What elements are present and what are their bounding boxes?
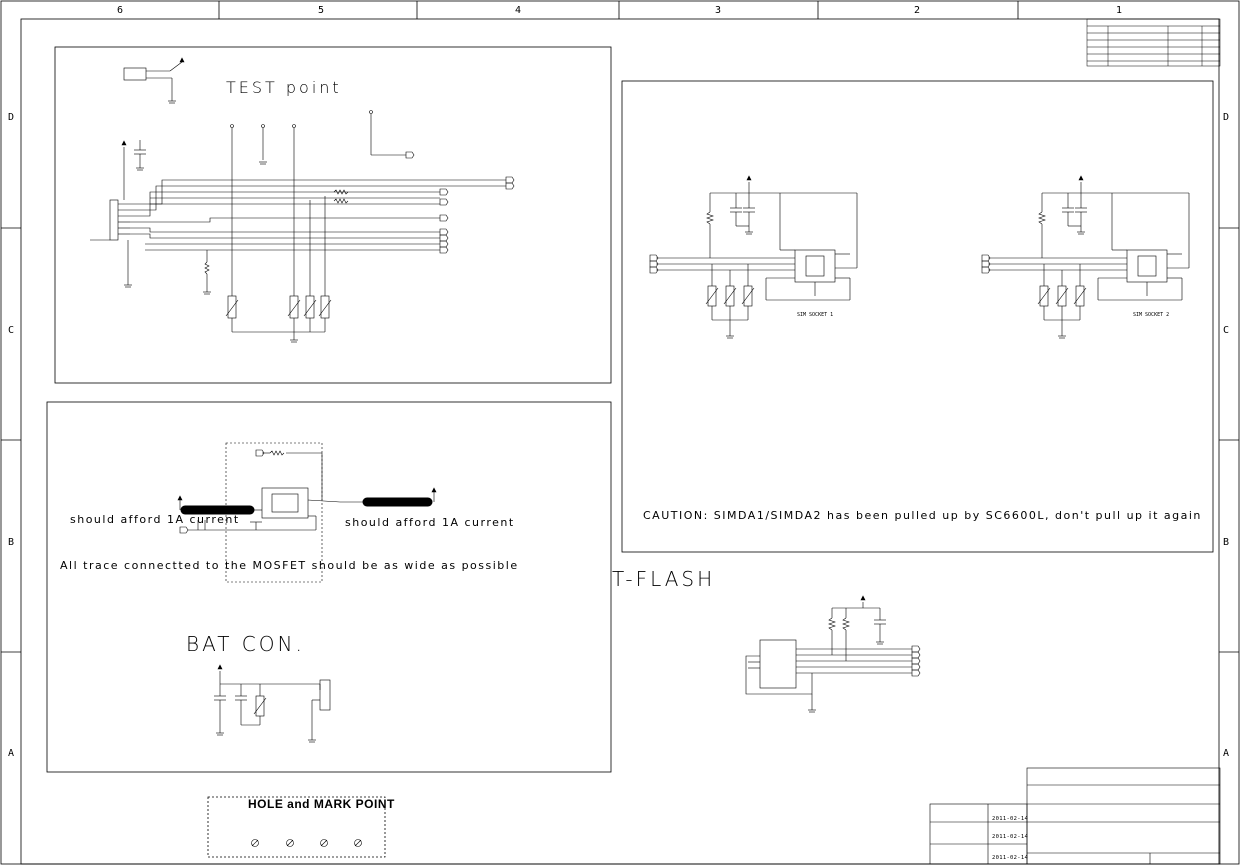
row-c-label-right: C xyxy=(1223,325,1230,336)
hole-mark-block xyxy=(207,796,386,858)
mosfet-circuit xyxy=(177,442,437,583)
bat-con-title: BAT CON. xyxy=(186,632,305,656)
column-4-label: 4 xyxy=(515,5,522,16)
row-b-label-left: B xyxy=(8,537,15,548)
column-2-label: 2 xyxy=(914,5,921,16)
row-a-label-right: A xyxy=(1223,748,1230,759)
tflash-title: T-FLASH xyxy=(612,567,716,591)
tflash-circuit xyxy=(745,595,921,713)
drawing-border xyxy=(20,18,1220,865)
hole-mark-title: HOLE and MARK POINT xyxy=(248,797,395,811)
test-point-block xyxy=(54,46,612,384)
title-block-date-3: 2011-02-14 xyxy=(992,855,1029,861)
test-point-circuit xyxy=(90,57,515,343)
title-block-date-1: 2011-02-14 xyxy=(992,816,1029,822)
mark-points xyxy=(251,839,362,847)
title-block-date-2: 2011-02-14 xyxy=(992,834,1029,840)
row-c-label-left: C xyxy=(8,325,15,336)
column-3-label: 3 xyxy=(715,5,722,16)
row-b-label-right: B xyxy=(1223,537,1230,548)
sim-socket-2 xyxy=(981,175,1190,339)
sim-socket-2-label: SIM SOCKET 2 xyxy=(1133,312,1170,318)
column-1-label: 1 xyxy=(1116,5,1123,16)
mosfet-note-left: should afford 1A current xyxy=(70,513,240,526)
sim-socket-1 xyxy=(649,175,858,339)
mosfet-note-right: should afford 1A current xyxy=(345,516,515,529)
row-d-label-right: D xyxy=(1223,112,1230,123)
sim-socket-1-label: SIM SOCKET 1 xyxy=(797,312,834,318)
column-5-label: 5 xyxy=(318,5,325,16)
mosfet-trace-note: All trace connectted to the MOSFET shoul… xyxy=(60,559,519,572)
revision-table xyxy=(1086,18,1221,67)
sim-socket-block xyxy=(621,80,1214,553)
title-block xyxy=(929,767,1221,865)
row-a-label-left: A xyxy=(8,748,15,759)
power-block xyxy=(46,401,612,773)
row-d-label-left: D xyxy=(8,112,15,123)
test-point-title: TEST point xyxy=(226,78,342,97)
bat-con-circuit xyxy=(214,664,331,743)
sim-caution-note: CAUTION: SIMDA1/SIMDA2 has been pulled u… xyxy=(643,509,1202,522)
column-6-label: 6 xyxy=(117,5,124,16)
